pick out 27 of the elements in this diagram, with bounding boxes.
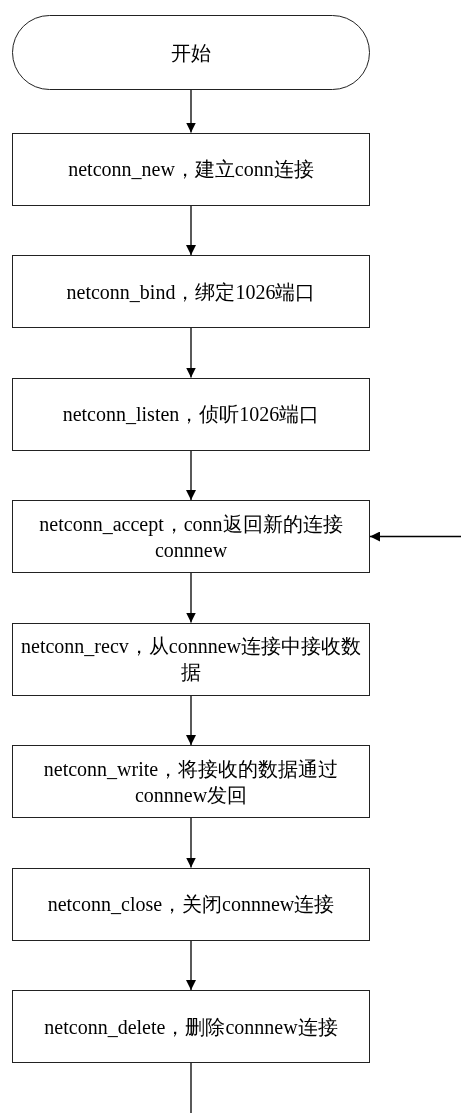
- arrow: [186, 204, 196, 256]
- step-text: netconn_recv，从connnew连接中接收数据: [20, 634, 362, 685]
- process-box: [12, 132, 370, 206]
- step-text: 开始: [171, 40, 211, 66]
- step-text: netconn_delete，删除connnew连接: [44, 1014, 338, 1040]
- step-text: netconn_bind，绑定1026端口: [66, 279, 316, 305]
- process-box: [12, 255, 370, 328]
- step-text: netconn_new，建立conn连接: [68, 157, 314, 182]
- step-text: netconn_listen，侦听1026端口: [62, 402, 320, 427]
- process-box: [12, 867, 370, 941]
- process-box: [12, 990, 370, 1063]
- line: [190, 1062, 192, 1113]
- arrow: [186, 327, 196, 379]
- arrow: [186, 694, 196, 746]
- process-box: [12, 377, 370, 451]
- arrow: [369, 531, 461, 542]
- process-box: [12, 745, 370, 818]
- arrow: [186, 449, 196, 501]
- arrow: [186, 939, 196, 991]
- arrow: [186, 572, 196, 624]
- arrow: [186, 89, 196, 134]
- process-box: [12, 500, 370, 573]
- process-box: [12, 622, 370, 696]
- step-text: netconn_close，关闭connnew连接: [47, 892, 335, 917]
- step-text: netconn_write，将接收的数据通过 connnew发回: [42, 756, 340, 808]
- step-text: netconn_accept，conn返回新的连接 connnew: [38, 511, 344, 563]
- arrow: [186, 817, 196, 869]
